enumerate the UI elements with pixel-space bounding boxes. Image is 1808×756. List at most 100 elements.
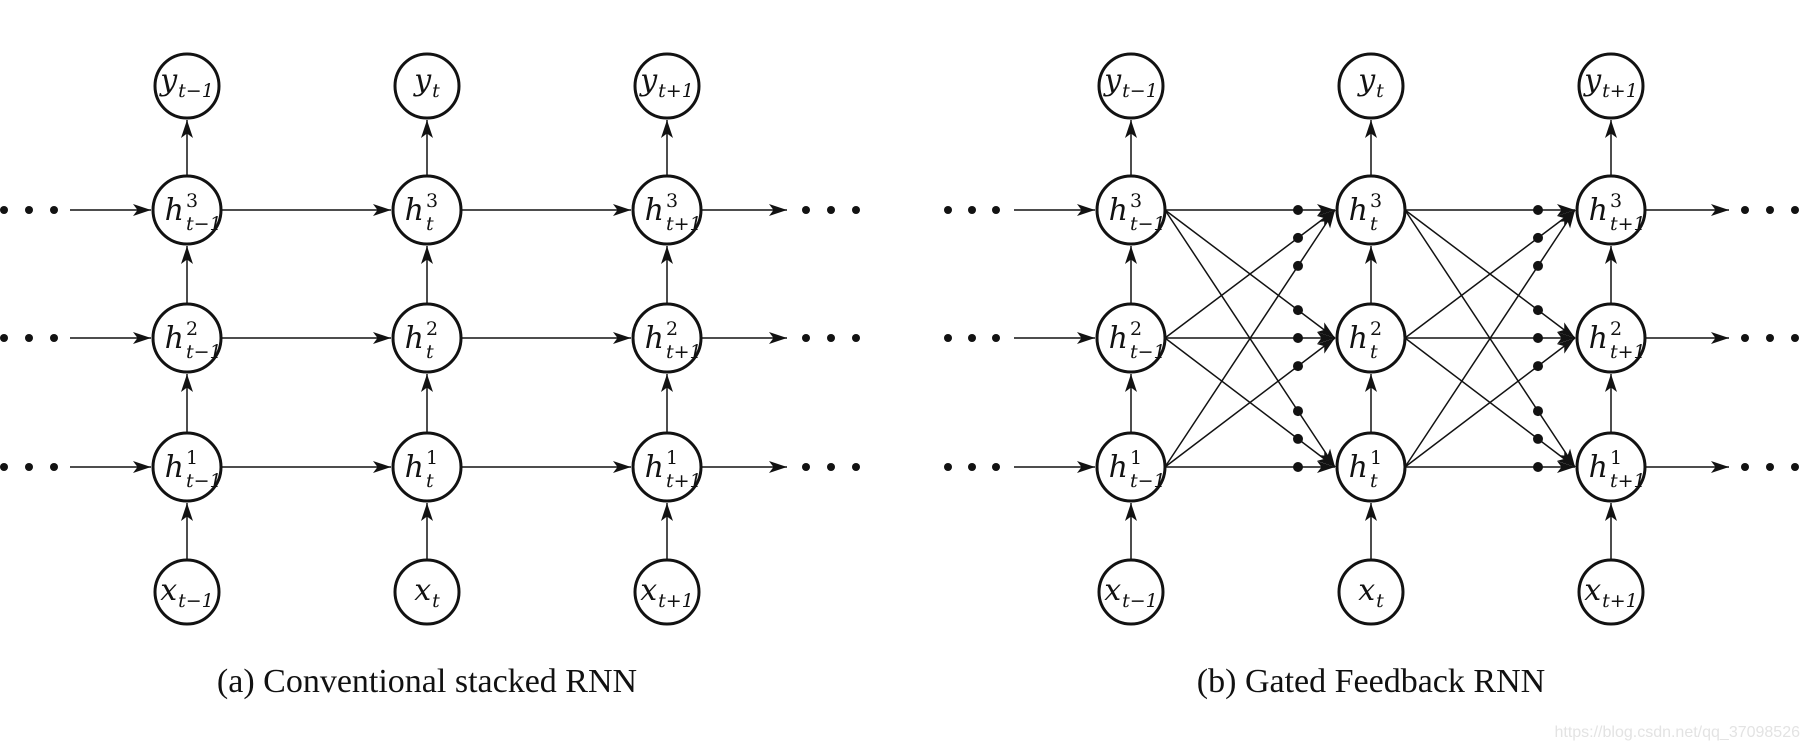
node-circle (1335, 174, 1407, 246)
node-circle (391, 302, 463, 374)
node-label-sup: 1 (1610, 447, 1622, 469)
node-label: yt−1 (1102, 63, 1158, 102)
gate-dot (1533, 333, 1543, 343)
ellipsis-dot (1741, 463, 1749, 471)
node-label-sub: t (432, 590, 440, 612)
ellipsis-dot (1741, 334, 1749, 342)
ellipsis-dot (1766, 206, 1774, 214)
ellipsis-dot (802, 334, 810, 342)
node-x_tm1: xt−1 (1097, 558, 1165, 626)
node-label-sub: t+1 (658, 590, 694, 612)
node-label-sub: t+1 (1610, 213, 1646, 235)
node-circle (633, 52, 701, 120)
node-circle (631, 431, 703, 503)
node-label-base: y (158, 63, 178, 98)
node-label-sup: 3 (666, 190, 678, 212)
ellipsis-dot (1766, 334, 1774, 342)
node-label-sub: t (1370, 470, 1378, 492)
node-label-base: h (645, 321, 664, 356)
node-label-sub: t+1 (666, 213, 702, 235)
node-circle (1095, 174, 1167, 246)
node-y_tm1: yt−1 (1097, 52, 1165, 120)
node-label-base: h (405, 321, 424, 356)
node-circle (1575, 302, 1647, 374)
node-label-base: h (1349, 193, 1368, 228)
node-label-sup: 2 (666, 318, 678, 340)
node-circle (1095, 302, 1167, 374)
ellipsis-dot (0, 206, 8, 214)
gate-dot (1293, 305, 1303, 316)
node-label-base: y (638, 63, 658, 98)
ellipsis-dot (25, 206, 33, 214)
node-y_tp1: yt+1 (633, 52, 701, 120)
node-y_t: yt (1337, 52, 1405, 120)
node-label-sup: 3 (1370, 190, 1382, 212)
node-label-base: x (414, 573, 431, 608)
caption-b: (b) Gated Feedback RNN (1197, 663, 1545, 700)
node-circle (1575, 174, 1647, 246)
gate-dot (1533, 406, 1543, 417)
node-label-sub: t+1 (1610, 470, 1646, 492)
gate-dot (1293, 232, 1303, 243)
gate-dot (1293, 361, 1303, 372)
node-circle (1097, 558, 1165, 626)
node-circle (1337, 52, 1405, 120)
node-label-sub: t−1 (1130, 470, 1166, 492)
node-label-sup: 3 (186, 190, 198, 212)
node-x_t: xt (1337, 558, 1405, 626)
edge-cross-gated (1164, 209, 1336, 468)
node-x_t: xt (393, 558, 461, 626)
ellipsis-dot (827, 463, 835, 471)
node-circle (153, 558, 221, 626)
node-x_tp1: xt+1 (633, 558, 701, 626)
ellipsis-dot (0, 334, 8, 342)
node-circle (1095, 431, 1167, 503)
node-circle (1577, 558, 1645, 626)
edge-cross-gated (1404, 209, 1576, 339)
ellipsis-dot (50, 206, 58, 214)
node-label-sub: t (1370, 213, 1378, 235)
node-label-sub: t (426, 213, 434, 235)
node-label-sup: 1 (426, 447, 438, 469)
node-label-base: h (1349, 321, 1368, 356)
ellipsis-dot (944, 463, 952, 471)
ellipsis-dot (1766, 463, 1774, 471)
node-label-sup: 3 (426, 190, 438, 212)
node-label: xt−1 (1104, 573, 1158, 612)
gate-dot (1533, 361, 1543, 372)
node-circle (393, 52, 461, 120)
node-circle (391, 431, 463, 503)
node-label-base: y (1582, 63, 1602, 98)
node-label-sub: t−1 (178, 80, 214, 102)
ellipsis-dot (968, 206, 976, 214)
ellipsis-dot (944, 206, 952, 214)
ellipsis-dot (992, 206, 1000, 214)
gate-dot (1293, 333, 1303, 343)
node-label-sup: 1 (666, 447, 678, 469)
node-label-base: y (1102, 63, 1122, 98)
edge-cross-gated (1404, 337, 1576, 468)
node-label-sup: 1 (186, 447, 198, 469)
node-label-sup: 1 (1130, 447, 1142, 469)
node-label-sub: t−1 (186, 341, 222, 363)
node-label: yt+1 (638, 63, 694, 102)
ellipsis-dot (50, 334, 58, 342)
node-label-sub: t−1 (1130, 341, 1166, 363)
node-label: xt+1 (1584, 573, 1638, 612)
node-circle (1097, 52, 1165, 120)
watermark: https://blog.csdn.net/qq_37098526 (1554, 724, 1800, 741)
